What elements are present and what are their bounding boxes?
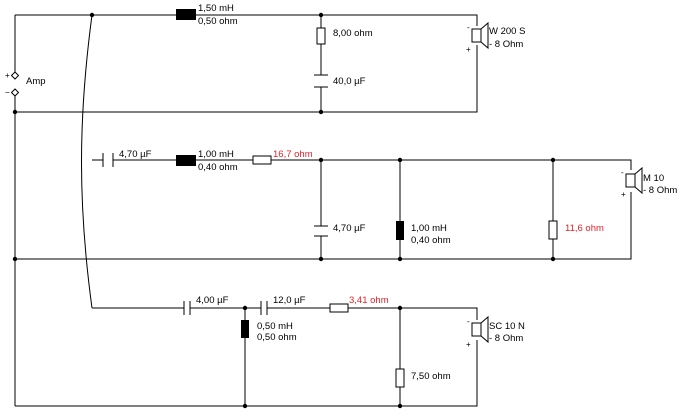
amp-plus-terminal [10, 71, 20, 80]
speaker-icon [471, 315, 489, 344]
mid-c1-label: 4,70 µF [119, 149, 152, 160]
bot-speaker-imp: - 8 Ohm [489, 333, 523, 344]
capacitor-icon [314, 74, 328, 88]
mid-r1-label: 16,7 ohm [273, 149, 313, 160]
top-speaker-name: W 200 S [489, 26, 525, 37]
amp-minus-terminal [10, 88, 20, 97]
inductor-icon [396, 221, 404, 240]
bot-c1-label: 4,00 µF [196, 295, 229, 306]
resistor-icon [395, 368, 405, 388]
amp-terminals: + − Amp [5, 71, 46, 97]
bot-c2-label: 12,0 µF [273, 295, 306, 306]
junction-dot [318, 109, 324, 115]
wires [14, 14, 632, 407]
junction-dot [397, 256, 403, 262]
speaker-icon [625, 166, 643, 195]
mid-l1-value: 1,00 mH [198, 149, 234, 160]
resistor-icon [329, 303, 349, 313]
junction-dot [89, 12, 95, 18]
junction-dot [318, 256, 324, 262]
bot-l1-res: 0,50 ohm [257, 332, 297, 343]
inductor-icon [176, 155, 196, 166]
junction-dot [550, 256, 556, 262]
mid-l1-res: 0,40 ohm [198, 162, 238, 173]
top-speaker-imp: - 8 Ohm [489, 39, 523, 50]
top-spk-minus: - [467, 23, 470, 32]
top-return [15, 45, 478, 113]
bot-spk-plus: + [466, 340, 471, 349]
top-c1-label: 40,0 µF [333, 76, 366, 87]
resistor-icon [316, 27, 326, 45]
bot-spk-minus: - [467, 317, 470, 326]
capacitor-icon [260, 301, 268, 315]
mid-return [15, 192, 632, 260]
resistor-icon [548, 220, 558, 240]
bot-wire [92, 307, 478, 320]
feed-curve [81, 14, 93, 309]
amp-label: Amp [26, 76, 46, 87]
inductor-icon [176, 9, 196, 20]
junction-dot [550, 157, 556, 163]
bot-l1-value: 0,50 mH [257, 321, 293, 332]
speaker-icon [471, 21, 489, 50]
mid-spk-minus: - [621, 168, 624, 177]
top-l1-value: 1,50 mH [198, 3, 234, 14]
junction-dot [242, 403, 248, 409]
capacitor-icon [183, 301, 191, 315]
junction-dot [397, 305, 403, 311]
resistor-icon [252, 155, 272, 165]
junction-dot [242, 305, 248, 311]
mid-speaker-imp: - 8 Ohm [643, 185, 677, 196]
junction-dot [12, 109, 18, 115]
junctions [12, 12, 556, 409]
mid-r2-label: 11,6 ohm [565, 223, 604, 234]
bot-branch: 4,00 µF 12,0 µF 3,41 ohm 0,50 mH 0,50 oh… [183, 295, 525, 388]
mid-speaker-name: M 10 [643, 173, 664, 184]
bot-r2-label: 7,50 ohm [411, 371, 451, 382]
top-l1-res: 0,50 ohm [198, 16, 238, 27]
top-branch: 1,50 mH 0,50 ohm 8,00 ohm 40,0 µF - + W … [176, 3, 525, 88]
inductor-icon [241, 320, 249, 338]
amp-minus-sign: − [5, 88, 10, 97]
mid-branch: 4,70 µF 1,00 mH 0,40 ohm 16,7 ohm 4,70 µ… [102, 149, 677, 246]
mid-wire [92, 159, 632, 170]
amp-plus-sign: + [5, 71, 10, 80]
top-r1-label: 8,00 ohm [333, 28, 373, 39]
bot-r1-label: 3,41 ohm [349, 295, 389, 306]
top-wire-b [196, 14, 478, 26]
mid-spk-plus: + [621, 190, 626, 199]
junction-dot [318, 157, 324, 163]
capacitor-icon [102, 153, 114, 167]
junction-dot [397, 403, 403, 409]
bot-speaker-name: SC 10 N [489, 321, 525, 332]
mid-l2-res: 0,40 ohm [411, 235, 451, 246]
top-spk-plus: + [466, 45, 471, 54]
junction-dot [12, 256, 18, 262]
capacitor-icon [314, 225, 328, 237]
junction-dot [397, 157, 403, 163]
bot-return [15, 340, 478, 407]
mid-l2-value: 1,00 mH [411, 223, 447, 234]
junction-dot [318, 12, 324, 18]
mid-c2-label: 4,70 µF [333, 223, 366, 234]
